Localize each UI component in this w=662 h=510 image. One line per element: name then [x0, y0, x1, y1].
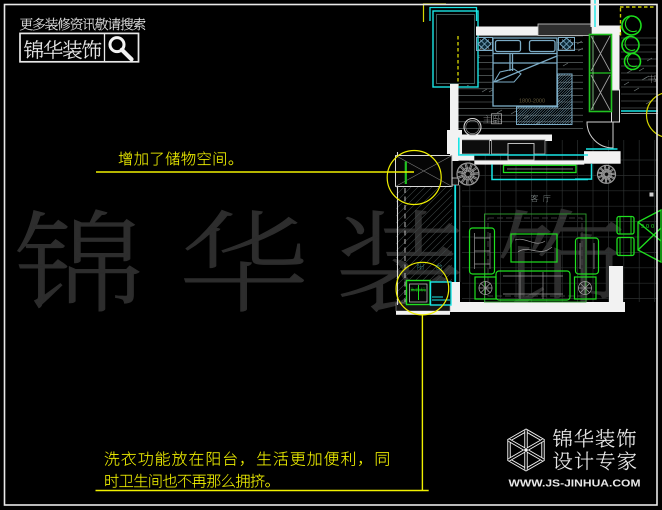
svg-text:WWW.JS-JINHUA.COM: WWW.JS-JINHUA.COM — [509, 477, 641, 489]
svg-text:1800-2000: 1800-2000 — [519, 99, 545, 105]
